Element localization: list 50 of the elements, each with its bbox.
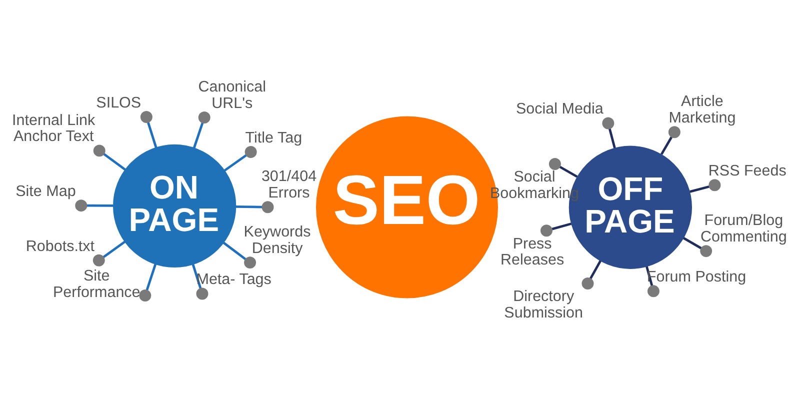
node-circle xyxy=(582,277,594,289)
connector xyxy=(660,136,673,154)
node-circle xyxy=(668,126,680,138)
connector xyxy=(102,240,126,258)
connector xyxy=(236,205,262,208)
node-circle: ON PAGE xyxy=(113,144,236,268)
node-label: Social Media xyxy=(516,100,604,118)
connector xyxy=(86,204,114,206)
connector xyxy=(589,260,602,279)
node-label: 301/404 Errors xyxy=(261,168,317,202)
node-circle xyxy=(548,158,561,170)
node-label: RSS Feeds xyxy=(708,162,786,180)
node-label: Internal Link Anchor Text xyxy=(12,111,96,145)
node-label: Title Tag xyxy=(245,128,302,146)
node-label: Site Map xyxy=(16,182,76,200)
connector xyxy=(192,122,204,148)
node-circle xyxy=(647,284,660,297)
node-label: Keywords Density xyxy=(244,223,311,256)
connector xyxy=(146,263,157,290)
node-circle xyxy=(244,256,256,268)
node-circle xyxy=(700,244,712,257)
node-label: SILOS xyxy=(96,94,142,111)
node-circle xyxy=(198,111,210,123)
node-circle xyxy=(708,178,721,191)
connector xyxy=(103,152,126,170)
node-label: Article Marketing xyxy=(668,92,736,126)
node-circle xyxy=(139,289,152,302)
node-circle xyxy=(540,224,552,236)
connector xyxy=(222,241,246,260)
node-label: Forum/Blog Commenting xyxy=(700,212,787,245)
node-circle xyxy=(140,110,152,122)
connector xyxy=(608,128,616,148)
node-label: Robots.txt xyxy=(26,237,95,254)
node-circle xyxy=(244,146,257,158)
connector xyxy=(690,184,710,192)
node-circle xyxy=(602,116,614,129)
node-label: Canonical URL's xyxy=(198,78,266,112)
node-circle xyxy=(93,144,106,156)
node-label: Site Performance xyxy=(52,267,140,300)
node-circle xyxy=(92,254,105,266)
node-circle xyxy=(262,200,274,213)
node-label: Directory Submission xyxy=(504,288,584,321)
node-label: Press Releases xyxy=(500,234,564,268)
connector xyxy=(559,165,578,178)
connector xyxy=(224,154,247,172)
node-circle xyxy=(196,287,208,300)
node-circle xyxy=(75,199,88,212)
connector xyxy=(552,222,572,230)
connector xyxy=(682,236,702,249)
connector xyxy=(146,121,158,148)
